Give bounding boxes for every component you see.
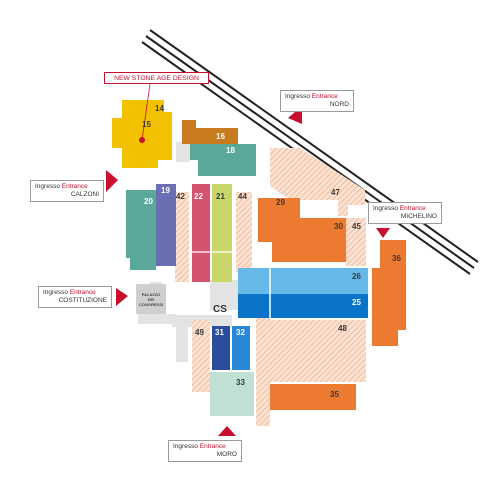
entrance-calzoni[interactable]: Ingresso Entrance CALZONI: [30, 180, 104, 202]
cs-label: CS: [213, 304, 227, 315]
michelino-entrance: Entrance: [399, 205, 426, 212]
entrance-costituzione[interactable]: Ingresso Entrance COSTITUZIONE: [38, 286, 112, 308]
arrow-calzoni: [106, 170, 118, 192]
hall-35[interactable]: [270, 384, 356, 410]
hall-label-21: 21: [216, 192, 225, 201]
area-48-strip: [256, 318, 270, 426]
hall-19[interactable]: [156, 184, 176, 266]
hall-31[interactable]: [212, 326, 230, 370]
hall-label-20: 20: [144, 197, 153, 206]
hall-32[interactable]: [232, 326, 250, 370]
hall-label-18: 18: [226, 146, 235, 155]
hall-label-44: 44: [238, 192, 247, 201]
hall-label-29: 29: [276, 198, 285, 207]
hall-16[interactable]: [182, 120, 238, 144]
hall-label-49: 49: [195, 328, 204, 337]
hall-22[interactable]: [192, 184, 210, 282]
hall-label-26: 26: [352, 272, 361, 281]
area-48: [256, 320, 366, 382]
hall-label-32: 32: [236, 328, 245, 337]
calzoni-ingresso: Ingresso: [35, 183, 60, 190]
costituzione-name: COSTITUZIONE: [58, 297, 107, 304]
arrow-costituzione: [116, 288, 128, 306]
hall-25[interactable]: [238, 294, 368, 318]
hall-label-30: 30: [334, 222, 343, 231]
nord-ingresso: Ingresso: [285, 93, 310, 100]
costituzione-ingresso: Ingresso: [43, 289, 68, 296]
entrance-michelino[interactable]: Ingresso Entrance MICHELINO: [368, 202, 442, 224]
hall-label-33: 33: [236, 378, 245, 387]
hall-label-45: 45: [352, 222, 361, 231]
palazzo-line-2: CONGRESSI: [138, 302, 163, 307]
hall-label-47: 47: [331, 188, 340, 197]
costituzione-entrance: Entrance: [69, 289, 96, 296]
hall-label-36: 36: [392, 254, 401, 263]
michelino-name: MICHELINO: [400, 213, 437, 220]
hall-label-35: 35: [330, 390, 339, 399]
hall-label-19: 19: [161, 186, 170, 195]
moro-entrance: Entrance: [199, 443, 226, 450]
hall-label-42: 42: [176, 192, 185, 201]
hall-label-25: 25: [352, 298, 361, 307]
calzoni-name: CALZONI: [70, 191, 99, 198]
hall-18[interactable]: [190, 144, 256, 176]
area-49: [192, 320, 210, 392]
hall-label-15: 15: [142, 120, 151, 129]
hall-21[interactable]: [212, 184, 232, 282]
arrow-moro: [218, 426, 236, 436]
arrow-michelino: [376, 228, 390, 238]
hall-33[interactable]: [210, 372, 254, 416]
hall-label-22: 22: [194, 192, 203, 201]
hall-label-16: 16: [216, 132, 225, 141]
michelino-ingresso: Ingresso: [373, 205, 398, 212]
palazzo-line-1: PALAZZO DEI: [141, 292, 161, 302]
moro-name: MORO: [216, 451, 237, 458]
area-44: [236, 192, 252, 272]
hall-36[interactable]: [372, 240, 406, 346]
palazzo-label: PALAZZO DEI CONGRESSI: [138, 292, 164, 307]
palazzo-dei-congressi[interactable]: [136, 284, 166, 314]
hall-29-30[interactable]: [258, 198, 346, 262]
hall-20[interactable]: [126, 190, 156, 270]
hall-26[interactable]: [238, 268, 368, 294]
nord-entrance: Entrance: [311, 93, 338, 100]
entrance-moro[interactable]: Ingresso Entrance MORO: [168, 440, 242, 462]
area-42: [175, 192, 189, 282]
moro-ingresso: Ingresso: [173, 443, 198, 450]
entrance-nord[interactable]: Ingresso Entrance NORD: [280, 90, 354, 112]
hall-label-31: 31: [215, 328, 224, 337]
calzoni-entrance: Entrance: [61, 183, 88, 190]
hall-label-14: 14: [155, 104, 164, 113]
hall-15-14[interactable]: [112, 100, 172, 168]
new-stone-age-design-tag[interactable]: NEW STONE AGE DESIGN: [104, 72, 209, 84]
nord-name: NORD: [329, 101, 349, 108]
hall-label-48: 48: [338, 324, 347, 333]
area-45: [346, 218, 366, 266]
